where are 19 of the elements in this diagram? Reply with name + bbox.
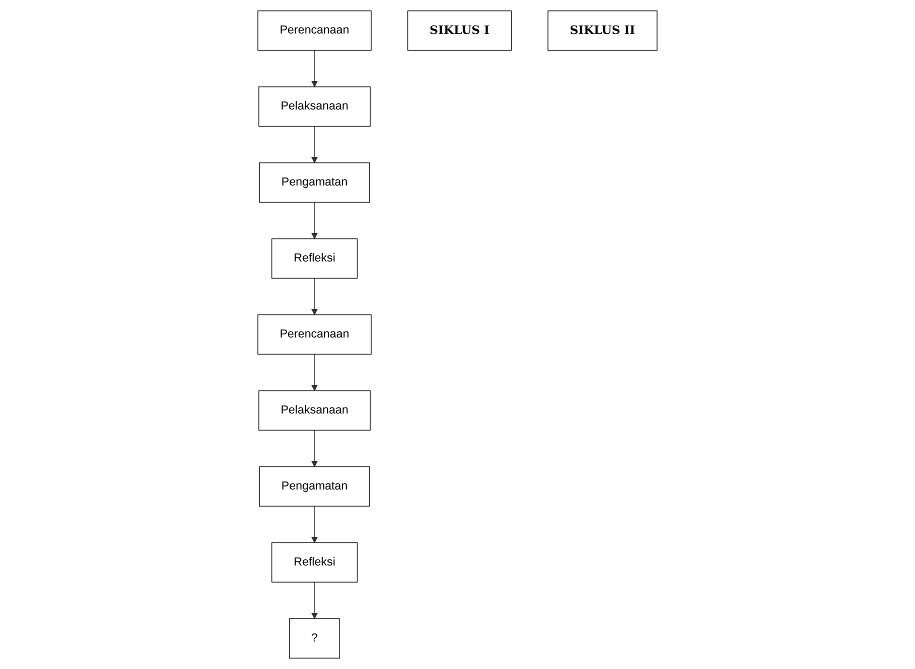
- node-box: Perencanaan: [258, 314, 372, 355]
- arrow: [311, 430, 318, 468]
- node-box: Refleksi: [272, 542, 358, 583]
- node-box: Pengamatan: [259, 466, 370, 507]
- node-box: Perencanaan: [258, 10, 372, 51]
- node-box: Pelaksanaan: [258, 86, 371, 127]
- arrow: [311, 354, 318, 392]
- arrow: [311, 126, 318, 164]
- node-box: SIKLUS I: [407, 10, 512, 51]
- node-box: SIKLUS II: [548, 10, 658, 51]
- node-box: ?: [289, 618, 340, 658]
- arrow: [311, 202, 318, 240]
- arrow: [311, 278, 318, 316]
- arrow: [311, 506, 318, 543]
- node-box: Pelaksanaan: [258, 390, 371, 431]
- node-box: Refleksi: [272, 238, 358, 279]
- arrow: [311, 50, 318, 88]
- arrow: [311, 582, 318, 619]
- node-box: Pengamatan: [259, 162, 370, 203]
